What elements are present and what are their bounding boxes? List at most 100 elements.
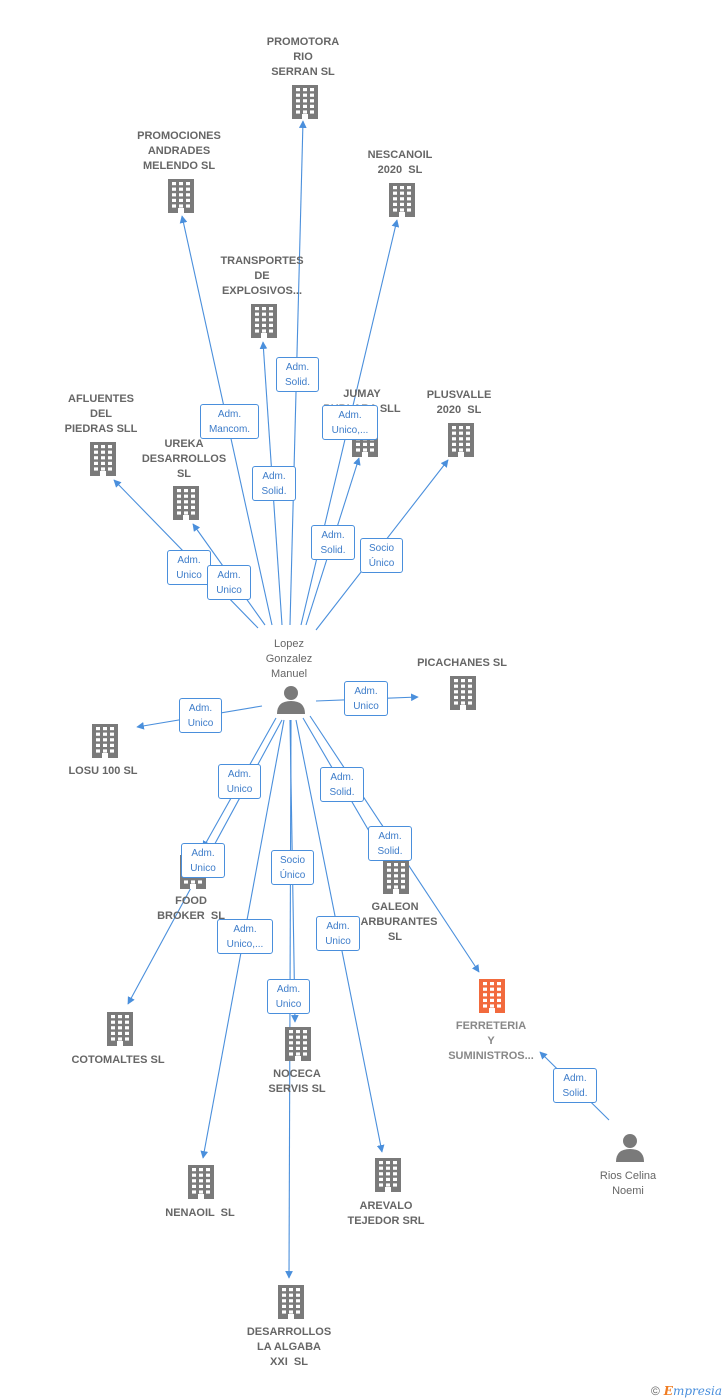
node-label-ferreteria-line: Y (487, 1035, 495, 1047)
edge-label-line: Solid. (284, 377, 310, 388)
edge-label-desarrollos[interactable]: Adm.Unico (267, 979, 310, 1014)
building-icon-nescanoil[interactable] (389, 183, 415, 217)
node-label-nescanoil-line: NESCANOIL (367, 149, 433, 161)
brand-logo: Empresia (663, 1384, 722, 1398)
edge-label-jumay[interactable]: Adm.Solid. (311, 525, 355, 560)
edge-label-line: Adm. (326, 921, 350, 932)
edge-label-line: Adm. (188, 703, 213, 714)
node-label-cotomaltes-line: COTOMALTES SL (71, 1054, 165, 1066)
building-icon-picachanes[interactable] (450, 676, 476, 710)
node-label-ferreteria-line: SUMINISTROS... (448, 1050, 534, 1062)
edge-label-nescanoil[interactable]: Adm.Unico,... (322, 405, 378, 440)
node-label-food-line: FOOD (175, 895, 207, 907)
edge-label-picachanes[interactable]: Adm. Unico (344, 681, 388, 716)
edge-label-line: Solid. (329, 787, 355, 798)
edge-label-line: Único (279, 870, 306, 881)
node-label-losu-line: LOSU 100 SL (68, 765, 138, 777)
node-label-nescanoil[interactable]: NESCANOIL 2020 SL (325, 148, 475, 178)
node-label-cotomaltes[interactable]: COTOMALTES SL (43, 1053, 193, 1068)
edge-label-line: Solid. (377, 846, 403, 857)
edge-label-promotora[interactable]: Adm.Solid. (276, 357, 319, 392)
building-icon-plusvalle[interactable] (448, 423, 474, 457)
edge-label-line: Unico,... (226, 939, 264, 950)
node-label-ferreteria[interactable]: FERRETERIA Y SUMINISTROS... (416, 1019, 566, 1064)
edge-label-promociones[interactable]: Adm.Mancom. (200, 404, 259, 439)
edge-label-line: Adm. (217, 570, 241, 581)
building-icon-noceca[interactable] (285, 1027, 311, 1061)
edge-label-line: Socio (368, 543, 394, 554)
edge-label-nenaoil[interactable]: Adm.Unico,... (217, 919, 273, 954)
node-label-afluentes-line: DEL (90, 408, 112, 420)
building-icon-promociones[interactable] (168, 179, 194, 213)
node-label-losu[interactable]: LOSU 100 SL (28, 764, 178, 779)
node-label-galeon-line: SL (387, 931, 403, 943)
person-icon-center[interactable] (277, 686, 305, 714)
building-icon-promotora[interactable] (292, 85, 318, 119)
node-label-desarrollos-line: DESARROLLOS (246, 1326, 332, 1338)
edge-label-line: Unico (353, 701, 379, 712)
building-icon-losu[interactable] (92, 724, 118, 758)
node-label-afluentes-line: AFLUENTES (68, 393, 134, 405)
building-icon-transportes[interactable] (251, 304, 277, 338)
building-icon-galeon[interactable] (383, 860, 409, 894)
node-label-promociones-line: PROMOCIONES (137, 130, 221, 142)
node-label-nenaoil[interactable]: NENAOIL SL (125, 1206, 275, 1221)
edge-label-arevalo[interactable]: Adm. Unico (316, 916, 360, 951)
node-label-ferreteria-line: FERRETERIA (455, 1020, 527, 1032)
edge-label-line: Adm. (276, 984, 301, 995)
edge-label-ferreteria[interactable]: Adm.Solid. (368, 826, 412, 861)
building-icon-cotomaltes[interactable] (107, 1012, 133, 1046)
building-icon-nenaoil[interactable] (188, 1165, 214, 1199)
building-icon-arevalo[interactable] (375, 1158, 401, 1192)
edge-label-ferreteria[interactable]: Adm.Solid. (553, 1068, 597, 1103)
edge-label-transportes[interactable]: Adm.Solid. (252, 466, 296, 501)
node-label-transportes-line: DE (254, 270, 270, 282)
edge-label-afluentes[interactable]: Adm.Unico (167, 550, 211, 585)
building-icon-afluentes[interactable] (90, 442, 116, 476)
node-label-picachanes-line: PICACHANES SL (417, 657, 507, 669)
node-label-ureka-line: UREKA (164, 438, 204, 450)
edge-label-galeon[interactable]: Adm.Solid. (320, 767, 364, 802)
building-icon-desarrollos[interactable] (278, 1285, 304, 1319)
node-label-promotora-line: SERRAN SL (271, 66, 335, 78)
edge-label-line: Adm. (354, 686, 378, 697)
node-label-plusvalle-line: PLUSVALLE (426, 389, 492, 401)
edge-label-line: Solid. (320, 545, 346, 556)
node-label-arevalo-line: AREVALO (359, 1200, 413, 1212)
edge-label-losu[interactable]: Adm. Unico (179, 698, 222, 733)
copyright-symbol: © (650, 1384, 660, 1398)
node-label-galeon-line: GALEON (371, 901, 419, 913)
edge-label-line: Unico (187, 718, 214, 729)
node-label-picachanes[interactable]: PICACHANES SL (387, 656, 537, 671)
edge-label-line: Unico (226, 784, 253, 795)
edge-label-food[interactable]: Adm.Unico (218, 764, 261, 799)
node-label-promociones-line: ANDRADES (147, 145, 211, 157)
edge-label-line: Unico (325, 936, 351, 947)
edge-label-line: Unico,... (331, 425, 369, 436)
node-label-rios-line: Noemi (612, 1185, 644, 1197)
node-label-nenaoil-line: NENAOIL SL (165, 1207, 235, 1219)
edge-label-line: Socio (279, 855, 305, 866)
building-icon-ureka[interactable] (173, 486, 199, 520)
edge-label-line: Adm. (191, 848, 215, 859)
edge-label-ureka[interactable]: Adm.Unico (207, 565, 251, 600)
node-label-desarrollos-line: LA ALGABA (257, 1341, 321, 1353)
edge-label-cotomaltes[interactable]: Adm.Unico (181, 843, 225, 878)
building-icon-ferreteria[interactable] (479, 979, 505, 1013)
node-label-nescanoil-line: 2020 SL (377, 164, 423, 176)
person-icon-rios[interactable] (616, 1134, 644, 1162)
